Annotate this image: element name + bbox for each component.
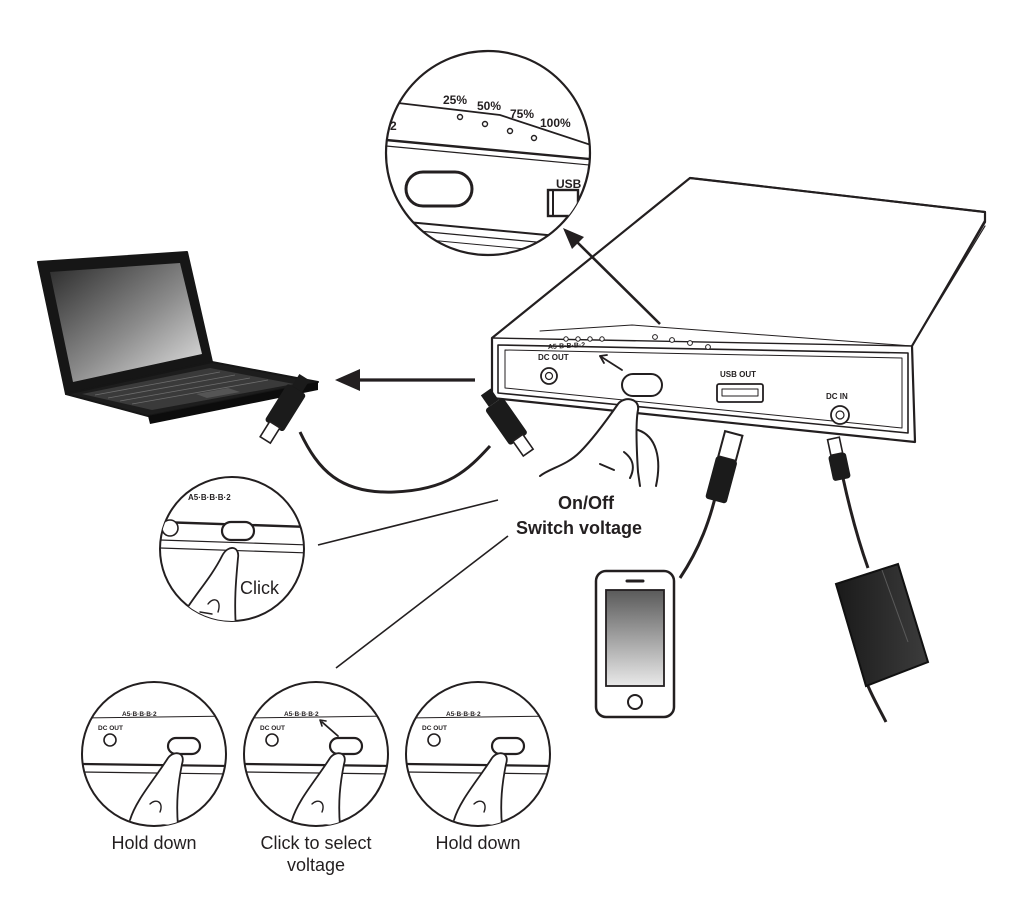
hold-down-left-caption: Hold down <box>111 833 197 853</box>
zoom-level-leds <box>456 113 538 142</box>
usb-out-port <box>716 383 764 403</box>
step-click-circle: A5·B·B·B·2 <box>159 476 305 622</box>
dc-in-label: DC IN <box>826 392 848 401</box>
level-25: 25% <box>443 93 467 107</box>
svg-text:DC OUT: DC OUT <box>422 725 447 732</box>
power-adapter <box>834 562 930 688</box>
on-off-label: On/Off <box>558 493 614 513</box>
svg-text:A5·B·B·B·2: A5·B·B·B·2 <box>548 342 586 351</box>
click-caption: Click <box>240 578 279 598</box>
level-100: 100% <box>540 116 571 130</box>
click-leader-line <box>317 499 499 546</box>
zoom-arrow <box>563 228 661 325</box>
hold-down-right-caption: Hold down <box>435 833 521 853</box>
level-50: 50% <box>477 99 501 113</box>
arrow-to-laptop <box>335 369 475 391</box>
smartphone <box>594 569 676 719</box>
usb-out-label: USB OUT <box>720 370 756 379</box>
hand-pressing-button <box>539 398 660 487</box>
zoom-usb-label: USB <box>556 177 582 191</box>
click-to-select-caption: Click to select voltage <box>260 833 372 875</box>
select-leader-line <box>335 535 509 669</box>
laptop <box>37 251 319 424</box>
step-hold-down-left-circle: DC OUT A5·B·B·B·2 <box>81 681 227 827</box>
adapter-cable <box>826 436 888 723</box>
svg-text:A5·B·B·B·2: A5·B·B·B·2 <box>446 711 481 718</box>
svg-text:DC OUT: DC OUT <box>260 725 285 732</box>
zoom-circle-indicators: 2 <box>384 49 592 257</box>
level-leds <box>563 334 711 350</box>
svg-text:2: 2 <box>390 119 397 133</box>
svg-text:A5·B·B·B·2: A5·B·B·B·2 <box>122 711 157 718</box>
step-hold-down-right-circle: DC OUT A5·B·B·B·2 <box>405 681 551 827</box>
svg-text:A5·B·B·B·2: A5·B·B·B·2 <box>188 493 231 502</box>
svg-text:A5·B·B·B·2: A5·B·B·B·2 <box>284 711 319 718</box>
svg-text:DC OUT: DC OUT <box>98 725 123 732</box>
step-select-voltage-circle: DC OUT A5·B·B·B·2 <box>243 681 389 827</box>
usb-cable <box>678 429 744 579</box>
power-bank: A5·B·B·B·2 <box>490 176 987 444</box>
level-75: 75% <box>510 107 534 121</box>
switch-voltage-label: Switch voltage <box>516 518 643 538</box>
power-button <box>621 373 663 397</box>
dc-cable <box>259 373 535 494</box>
dc-out-label: DC OUT <box>538 353 569 362</box>
battery-level-labels: 25% 50% 75% 100% <box>443 93 571 130</box>
